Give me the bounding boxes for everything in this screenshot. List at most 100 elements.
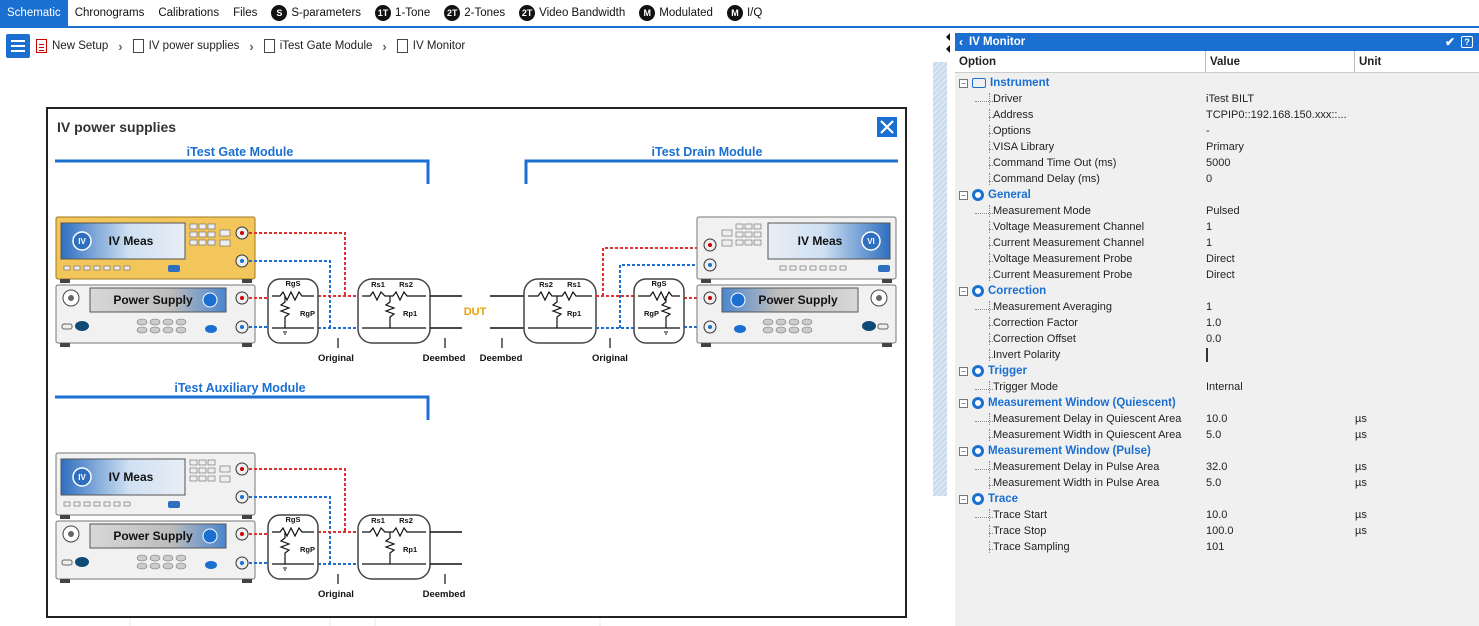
property-value[interactable]: 0.0 xyxy=(1206,333,1222,345)
property-value[interactable]: Pulsed xyxy=(1206,205,1240,217)
gate-power-supply-instrument[interactable]: Power Supply xyxy=(55,284,256,347)
aux-power-supply-instrument[interactable]: Power Supply xyxy=(55,520,256,583)
property-value[interactable]: Internal xyxy=(1206,381,1243,393)
group-measurement-window-quiescent[interactable]: −Measurement Window (Quiescent) xyxy=(955,395,1479,411)
panel-splitter[interactable] xyxy=(933,62,947,496)
drain-iv-meas-instrument[interactable]: IV Meas VI xyxy=(696,216,897,283)
invert-polarity-checkbox[interactable] xyxy=(1206,348,1208,362)
column-value[interactable]: Value xyxy=(1206,51,1355,72)
property-value[interactable]: 32.0 xyxy=(1206,461,1228,473)
tab-schematic[interactable]: Schematic xyxy=(0,0,68,26)
property-value[interactable]: 0 xyxy=(1206,173,1213,185)
collapse-icon[interactable]: − xyxy=(959,446,968,456)
property-value[interactable]: - xyxy=(1206,125,1210,137)
group-general[interactable]: −General xyxy=(955,187,1479,203)
breadcrumb-item-new-setup[interactable]: New Setup xyxy=(36,39,108,53)
breadcrumb-item-gate-module[interactable]: iTest Gate Module xyxy=(263,39,373,53)
collapse-icon[interactable]: − xyxy=(959,398,968,408)
gate-iv-meas-instrument[interactable]: IV IV Meas xyxy=(55,216,256,283)
property-value[interactable]: Direct xyxy=(1206,269,1235,281)
collapse-icon[interactable]: − xyxy=(959,78,968,88)
gate-deembed-network[interactable]: Rs1 Rs2 Rp1 xyxy=(357,278,431,344)
aux-original-network[interactable]: RgS RgP xyxy=(267,514,319,580)
column-option[interactable]: Option xyxy=(955,51,1206,72)
tab-badge-icon: 1T xyxy=(375,5,392,21)
help-icon[interactable]: ? xyxy=(1461,36,1473,48)
aux-iv-meas-instrument[interactable]: IV IV Meas xyxy=(55,452,256,519)
collapse-icon[interactable]: − xyxy=(959,190,968,200)
back-chevron-icon[interactable]: ‹ xyxy=(959,35,963,49)
property-value[interactable]: Primary xyxy=(1206,141,1244,153)
property-value[interactable]: 5000 xyxy=(1206,157,1231,169)
close-button[interactable] xyxy=(877,117,897,137)
property-value[interactable]: 1.0 xyxy=(1206,317,1222,329)
property-value[interactable]: 101 xyxy=(1206,541,1225,553)
collapse-panel-icon[interactable] xyxy=(946,33,950,55)
collapse-icon[interactable]: − xyxy=(959,494,968,504)
group-trigger[interactable]: −Trigger xyxy=(955,363,1479,379)
property-value[interactable]: Direct xyxy=(1206,253,1235,265)
property-row[interactable]: Command Time Out (ms)5000 xyxy=(955,155,1479,171)
property-value[interactable]: 10.0 xyxy=(1206,413,1228,425)
collapse-icon[interactable]: − xyxy=(959,286,968,296)
property-option: Current Measurement Probe xyxy=(955,269,1206,281)
property-value[interactable] xyxy=(1206,348,1355,362)
property-value[interactable]: 100.0 xyxy=(1206,525,1234,537)
breadcrumb-item-iv-monitor[interactable]: IV Monitor xyxy=(396,39,465,53)
group-instrument[interactable]: −Instrument xyxy=(955,75,1479,91)
group-trace[interactable]: −Trace xyxy=(955,491,1479,507)
check-icon[interactable]: ✔ xyxy=(1444,35,1455,49)
collapse-icon[interactable]: − xyxy=(959,366,968,376)
breadcrumb-item-iv-power-supplies[interactable]: IV power supplies xyxy=(132,39,239,53)
tab-calibrations[interactable]: Calibrations xyxy=(151,0,226,26)
property-value[interactable]: iTest BILT xyxy=(1206,93,1255,105)
aux-deembed-network[interactable]: Rs1 Rs2 Rp1 xyxy=(357,514,431,580)
property-value[interactable]: 1 xyxy=(1206,221,1213,233)
tab-chronograms[interactable]: Chronograms xyxy=(68,0,152,26)
drain-deembed-network[interactable]: Rs2 Rs1 Rp1 xyxy=(523,278,597,344)
property-value[interactable]: 1 xyxy=(1206,237,1213,249)
breadcrumb-label: iTest Gate Module xyxy=(279,40,373,52)
gate-original-network[interactable]: RgS RgP xyxy=(267,278,319,344)
drain-original-network[interactable]: RgS RgP xyxy=(633,278,685,344)
menu-icon[interactable] xyxy=(6,34,30,58)
property-value[interactable]: 5.0 xyxy=(1206,477,1222,489)
property-value[interactable]: 5.0 xyxy=(1206,429,1222,441)
property-row[interactable]: Command Delay (ms)0 xyxy=(955,171,1479,187)
column-unit[interactable]: Unit xyxy=(1359,55,1382,68)
drain-power-supply-instrument[interactable]: Power Supply xyxy=(696,284,897,347)
property-row[interactable]: Invert Polarity xyxy=(955,347,1479,363)
property-row[interactable]: Options- xyxy=(955,123,1479,139)
group-measurement-window-pulse[interactable]: −Measurement Window (Pulse) xyxy=(955,443,1479,459)
group-correction[interactable]: −Correction xyxy=(955,283,1479,299)
property-value[interactable]: 1 xyxy=(1206,301,1213,313)
property-value[interactable]: TCPIP0::192.168.150.xxx::... xyxy=(1206,109,1347,121)
property-value[interactable]: 10.0 xyxy=(1206,509,1228,521)
tab-files[interactable]: Files xyxy=(226,0,264,26)
